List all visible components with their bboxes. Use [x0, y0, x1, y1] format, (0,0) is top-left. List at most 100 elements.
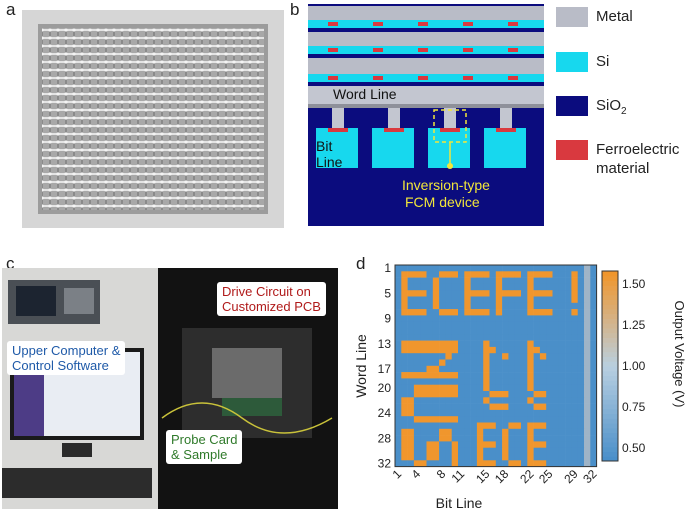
heatmap-cell: [552, 340, 560, 348]
heatmap-cell: [546, 422, 553, 430]
heatmap-cell: [470, 296, 478, 304]
colorbar-segment: [602, 380, 618, 386]
heatmap-cell: [552, 409, 560, 417]
heatmap-cell: [539, 447, 547, 455]
heatmap-cell: [464, 271, 471, 278]
heatmap-cell: [521, 403, 528, 411]
heatmap-cell: [470, 454, 478, 461]
heatmap-cell: [395, 340, 402, 348]
y-tick-label: 28: [378, 431, 392, 445]
heatmap-cell: [521, 416, 528, 423]
heatmap-cell: [571, 340, 578, 348]
heatmap-cell: [458, 384, 465, 392]
heatmap-cell: [521, 409, 528, 417]
heatmap-cell: [445, 296, 452, 304]
heatmap-cell: [483, 447, 490, 455]
heatmap-cell: [558, 283, 566, 291]
heatmap-cell: [558, 328, 566, 335]
heatmap-cell: [445, 403, 452, 411]
heatmap-cell: [458, 428, 465, 436]
heatmap-cell: [495, 283, 503, 291]
heatmap-cell: [533, 321, 541, 329]
heatmap-cell: [514, 353, 522, 360]
heatmap-cell: [432, 334, 440, 341]
heatmap-cell: [476, 403, 484, 411]
heatmap-cell: [451, 328, 459, 335]
heatmap-cell: [558, 296, 566, 304]
heatmap-cell: [546, 391, 553, 398]
heatmap-cell: [483, 441, 490, 448]
colorbar-segment: [602, 328, 618, 334]
heatmap-cell: [508, 447, 515, 455]
colorbar-segment: [602, 309, 618, 315]
heatmap-cell: [401, 416, 408, 423]
heatmap-cell: [527, 409, 534, 417]
colorbar-tick-label: 0.50: [622, 441, 646, 455]
heatmap-cell: [464, 296, 471, 304]
heatmap-cell: [426, 334, 434, 341]
heatmap-cell: [502, 391, 509, 398]
heatmap-cell: [571, 309, 578, 316]
heatmap-cell: [558, 403, 566, 411]
heatmap-cell: [395, 290, 402, 297]
heatmap-cell: [558, 435, 566, 442]
heatmap-cell: [464, 416, 471, 423]
heatmap-cell: [495, 384, 503, 392]
heatmap-cell: [445, 328, 452, 335]
heatmap-cell: [464, 409, 471, 417]
heatmap-cell: [533, 296, 541, 304]
heatmap-cell: [514, 378, 522, 385]
heatmap-cell: [458, 277, 465, 285]
callout-upper-computer: Upper Computer &Control Software: [7, 341, 126, 375]
heatmap-cell: [571, 409, 578, 417]
heatmap-cell: [413, 460, 421, 467]
heatmap-cell: [565, 428, 572, 436]
heatmap-cell: [483, 391, 490, 398]
heatmap-cell: [420, 359, 427, 367]
heatmap-cell: [584, 321, 591, 329]
heatmap-cell: [527, 302, 534, 310]
heatmap-cell: [577, 290, 585, 297]
heatmap-cell: [521, 296, 528, 304]
colorbar-segment: [602, 404, 618, 410]
colorbar-segment: [602, 290, 618, 296]
heatmap-cell: [502, 422, 509, 430]
heatmap-cell: [577, 353, 585, 360]
heatmap-cell: [590, 315, 597, 322]
heatmap-cell: [458, 365, 465, 373]
heatmap-cell: [590, 346, 597, 354]
heatmap-cell: [413, 447, 421, 455]
heatmap-cell: [395, 309, 402, 316]
heatmap-cell: [558, 334, 566, 341]
heatmap-cell: [407, 416, 415, 423]
heatmap-cell: [489, 277, 497, 285]
heatmap-cell: [502, 372, 509, 379]
heatmap-cell: [533, 403, 541, 411]
heatmap-cell: [407, 409, 415, 417]
heatmap-cell: [445, 265, 452, 272]
heatmap-cell: [401, 454, 408, 461]
heatmap-cell: [502, 283, 509, 291]
heatmap-cell: [489, 416, 497, 423]
heatmap-cell: [577, 372, 585, 379]
heatmap-cell: [401, 265, 408, 272]
heatmap-cell: [407, 353, 415, 360]
heatmap-cell: [445, 302, 452, 310]
heatmap-cell: [470, 391, 478, 398]
heatmap-cell: [476, 283, 484, 291]
heatmap-cell: [395, 265, 402, 272]
heatmap-cell: [439, 353, 446, 360]
heatmap-cell: [413, 409, 421, 417]
legend-label-ferroelectric-2: material: [596, 160, 650, 177]
heatmap-cell: [407, 321, 415, 329]
heatmap-cell: [546, 328, 553, 335]
heatmap-cell: [577, 416, 585, 423]
heatmap-cell: [470, 365, 478, 373]
heatmap-cell: [432, 454, 440, 461]
heatmap-cell: [546, 378, 553, 385]
heatmap-cell: [470, 309, 478, 316]
heatmap-cell: [577, 422, 585, 430]
heatmap-cell: [533, 271, 541, 278]
heatmap-cell: [584, 416, 591, 423]
